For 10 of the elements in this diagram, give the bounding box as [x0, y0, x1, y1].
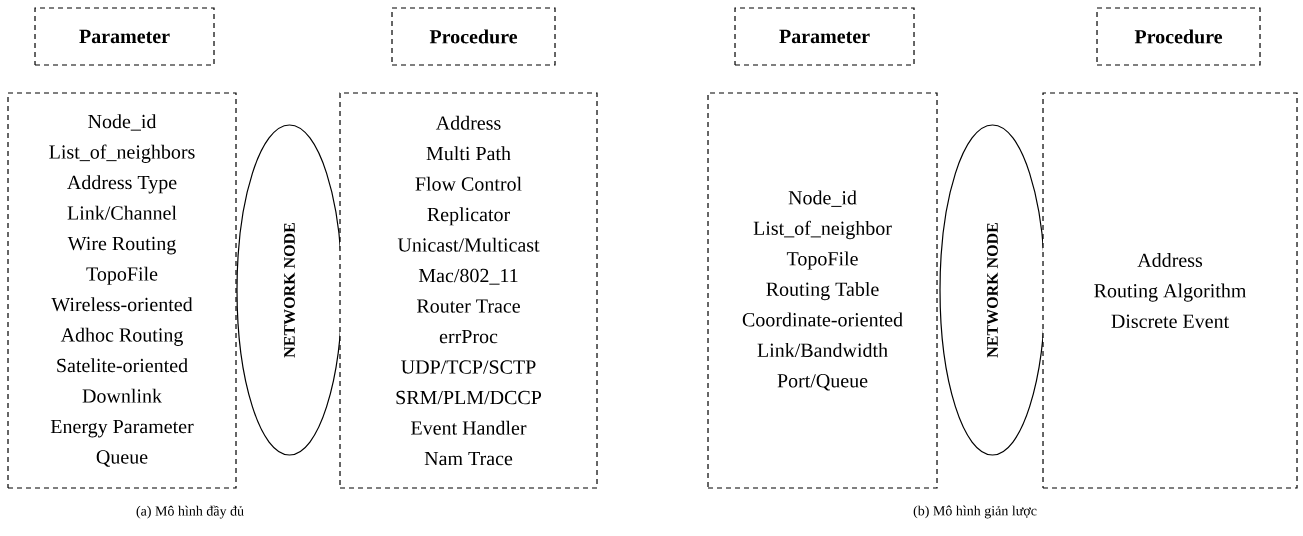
- heading-box: Parameter: [34, 7, 215, 66]
- heading-box: Parameter: [734, 7, 915, 66]
- list-box: Address Multi Path Flow Control Replicator Unicast/Multicast Mac/802_11 Router Trace errProc UDP/TCP/SCTP SRM/PLM/DCCP Event Handler Nam Trace: [339, 92, 598, 489]
- list-box: Node_id List_of_neighbors Address Type Link/Channel Wire Routing TopoFile Wireless-oriented Adhoc Routing Satelite-oriented Downlink Energy Parameter Queue: [7, 92, 237, 489]
- caption: (a) Mô hình đầy đủ: [136, 505, 244, 519]
- list-box: Node_id List_of_neighbor TopoFile Routing Table Coordinate-oriented Link/Bandwidth Port/Queue: [707, 92, 938, 489]
- heading-box: Procedure: [1096, 7, 1261, 66]
- heading-box: Procedure: [391, 7, 556, 66]
- caption: (b) Mô hình giản lược: [913, 505, 1037, 519]
- list-box: Address Routing Algorithm Discrete Event: [1042, 92, 1298, 489]
